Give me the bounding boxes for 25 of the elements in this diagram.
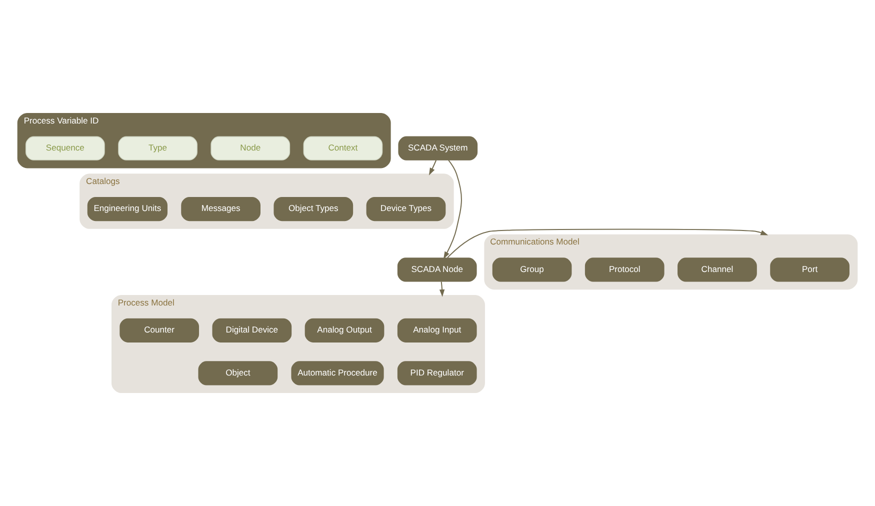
arrow: [447, 228, 768, 258]
node-box: SCADA Node: [397, 258, 477, 282]
node-box: Group: [492, 258, 572, 282]
node-box: PID Regulator: [397, 361, 477, 386]
node-box: Object Types: [274, 196, 354, 222]
arrow: [439, 282, 445, 297]
node-box: Counter: [120, 318, 200, 342]
node-box: Automatic Procedure: [291, 361, 384, 386]
node-box: Node: [210, 136, 290, 160]
node-box: Sequence: [26, 136, 105, 160]
arrow: [443, 160, 462, 260]
node-box: Protocol: [584, 258, 664, 282]
node-box: Engineering Units: [87, 196, 168, 222]
node-box: Analog Output: [304, 318, 384, 342]
node-box: Context: [303, 136, 383, 160]
node-box: Port: [770, 258, 850, 282]
node-box: Type: [118, 136, 198, 160]
node-box: SCADA System: [398, 136, 478, 160]
arrow: [428, 160, 437, 176]
node-box: Analog Input: [397, 318, 477, 342]
node-box: Messages: [181, 196, 260, 222]
node-box: Device Types: [366, 196, 446, 222]
node-box: Digital Device: [212, 318, 292, 342]
node-box: Channel: [678, 258, 757, 282]
node-box: Object: [198, 361, 278, 386]
